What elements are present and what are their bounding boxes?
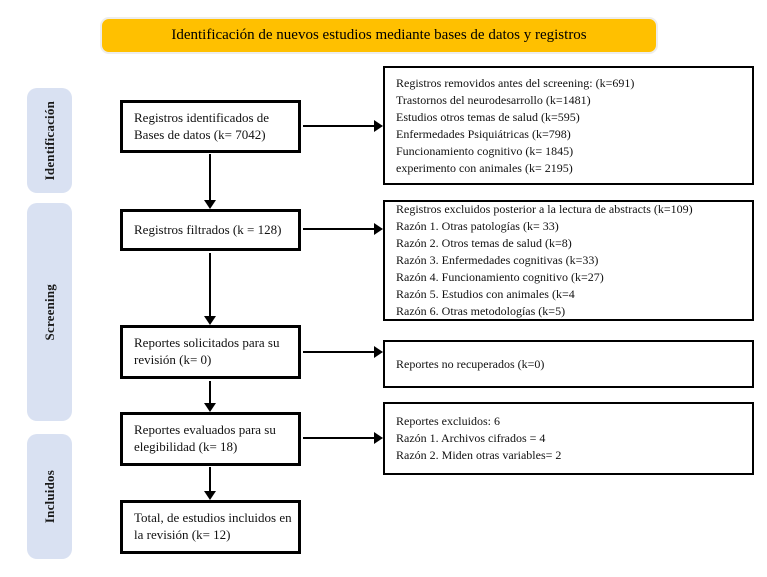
box-registros-removidos-text: Registros removidos antes del screening:…	[396, 75, 635, 175]
box-reportes-evaluados: Reportes evaluados para su elegibilidad …	[120, 412, 301, 466]
stage-label-incluidos: Incluidos	[41, 469, 57, 524]
arrow-down-filtrados-to-solicitados	[204, 253, 216, 325]
box-registros-identificados: Registros identificados de Bases de dato…	[120, 100, 301, 153]
arrow-down-identificados-to-filtrados	[204, 154, 216, 209]
box-registros-removidos: Registros removidos antes del screening:…	[383, 66, 754, 185]
box-reportes-no-recuperados-text: Reportes no recuperados (k=0)	[396, 356, 545, 371]
stage-label-screening: Screening	[41, 283, 57, 341]
box-total-incluidos: Total, de estudios incluidos en la revis…	[120, 500, 301, 554]
box-total-incluidos-text: Total, de estudios incluidos en la revis…	[134, 510, 292, 542]
box-registros-identificados-text: Registros identificados de Bases de dato…	[134, 109, 270, 142]
arrow-right-identificados-to-removidos	[303, 120, 383, 132]
box-reportes-no-recuperados: Reportes no recuperados (k=0)	[383, 340, 754, 388]
arrow-right-evaluados-to-excluidos	[303, 432, 383, 444]
sidebar-stage-identificacion: Identificación	[27, 88, 72, 193]
title-banner: Identificación de nuevos estudios median…	[100, 17, 658, 54]
box-reportes-excluidos: Reportes excluidos: 6 Razón 1. Archivos …	[383, 402, 754, 475]
box-reportes-evaluados-text: Reportes evaluados para su elegibilidad …	[134, 422, 276, 454]
arrow-down-solicitados-to-evaluados	[204, 381, 216, 412]
diagram-title: Identificación de nuevos estudios median…	[171, 27, 587, 43]
sidebar-stage-incluidos: Incluidos	[27, 434, 72, 559]
arrow-right-solicitados-to-norecuperados	[303, 346, 383, 358]
box-registros-filtrados: Registros filtrados (k = 128)	[120, 209, 301, 251]
box-reportes-solicitados: Reportes solicitados para su revisión (k…	[120, 325, 301, 379]
box-excluidos-abstracts-text: Registros excluidos posterior a la lectu…	[396, 202, 693, 318]
stage-label-identificacion: Identificación	[41, 100, 57, 181]
arrow-right-filtrados-to-excluidos	[303, 223, 383, 235]
sidebar-stage-screening: Screening	[27, 203, 72, 421]
box-registros-filtrados-text: Registros filtrados (k = 128)	[134, 221, 282, 237]
box-excluidos-abstracts: Registros excluidos posterior a la lectu…	[383, 200, 754, 321]
box-reportes-solicitados-text: Reportes solicitados para su revisión (k…	[134, 335, 280, 367]
box-reportes-excluidos-text: Reportes excluidos: 6 Razón 1. Archivos …	[396, 414, 562, 462]
arrow-down-evaluados-to-total	[204, 467, 216, 500]
